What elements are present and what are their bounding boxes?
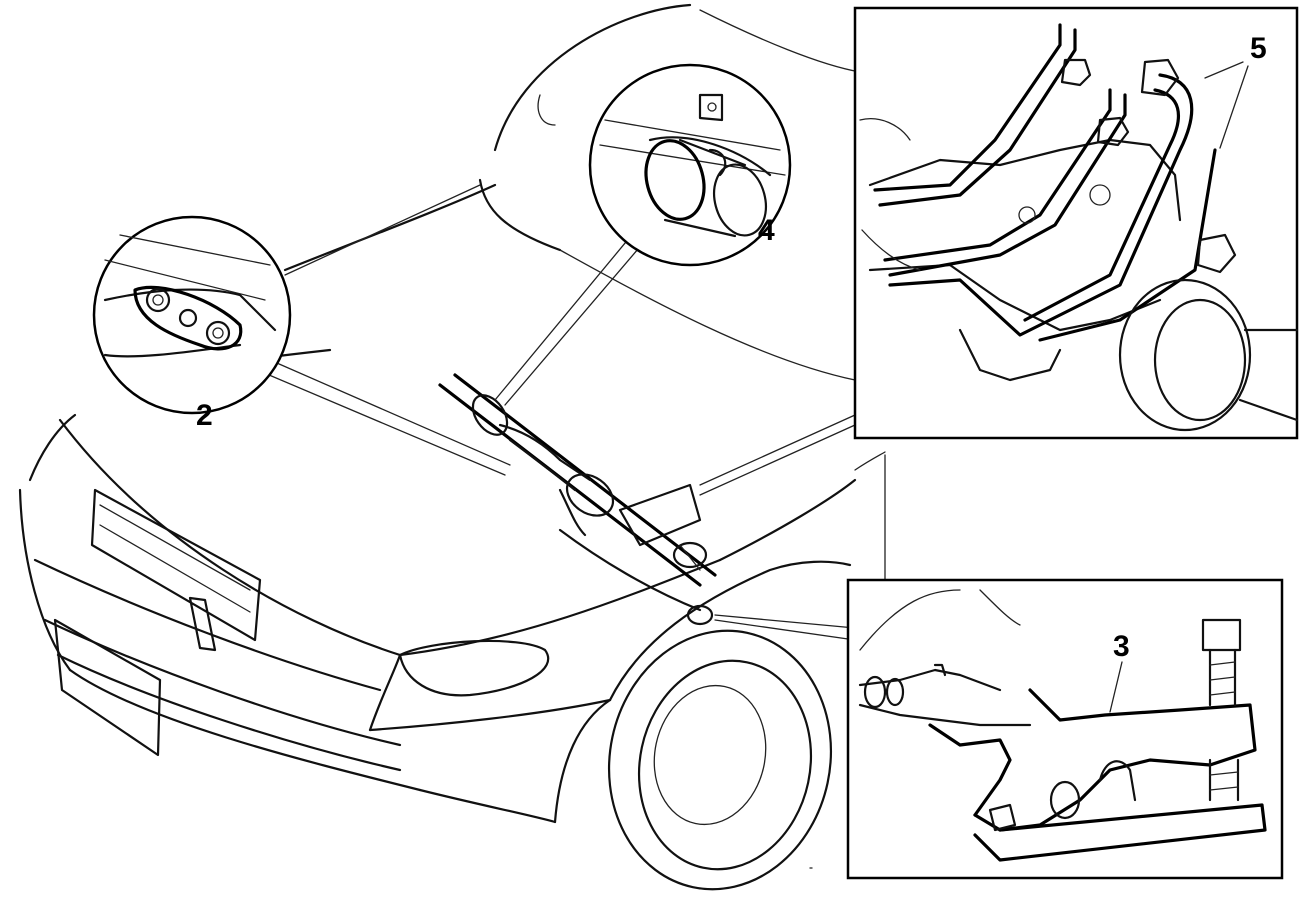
inset-3-detail: [846, 578, 1284, 880]
callout-3-leader-line: [1109, 661, 1123, 713]
callout-2-label: 2: [196, 399, 213, 432]
callout-5-leader-lines: [1204, 61, 1249, 149]
inset-4-detail: [588, 63, 792, 267]
inset-2-detail: [92, 215, 292, 415]
callout-4-label: 4: [758, 214, 775, 247]
steering-rack-illustration: [438, 373, 717, 626]
car-body-illustration: [18, 3, 886, 891]
callout-5-label: 5: [1250, 32, 1267, 65]
callout-3-label: 3: [1113, 630, 1130, 663]
leader-lines: [261, 184, 856, 641]
inset-5-detail: [853, 6, 1299, 440]
